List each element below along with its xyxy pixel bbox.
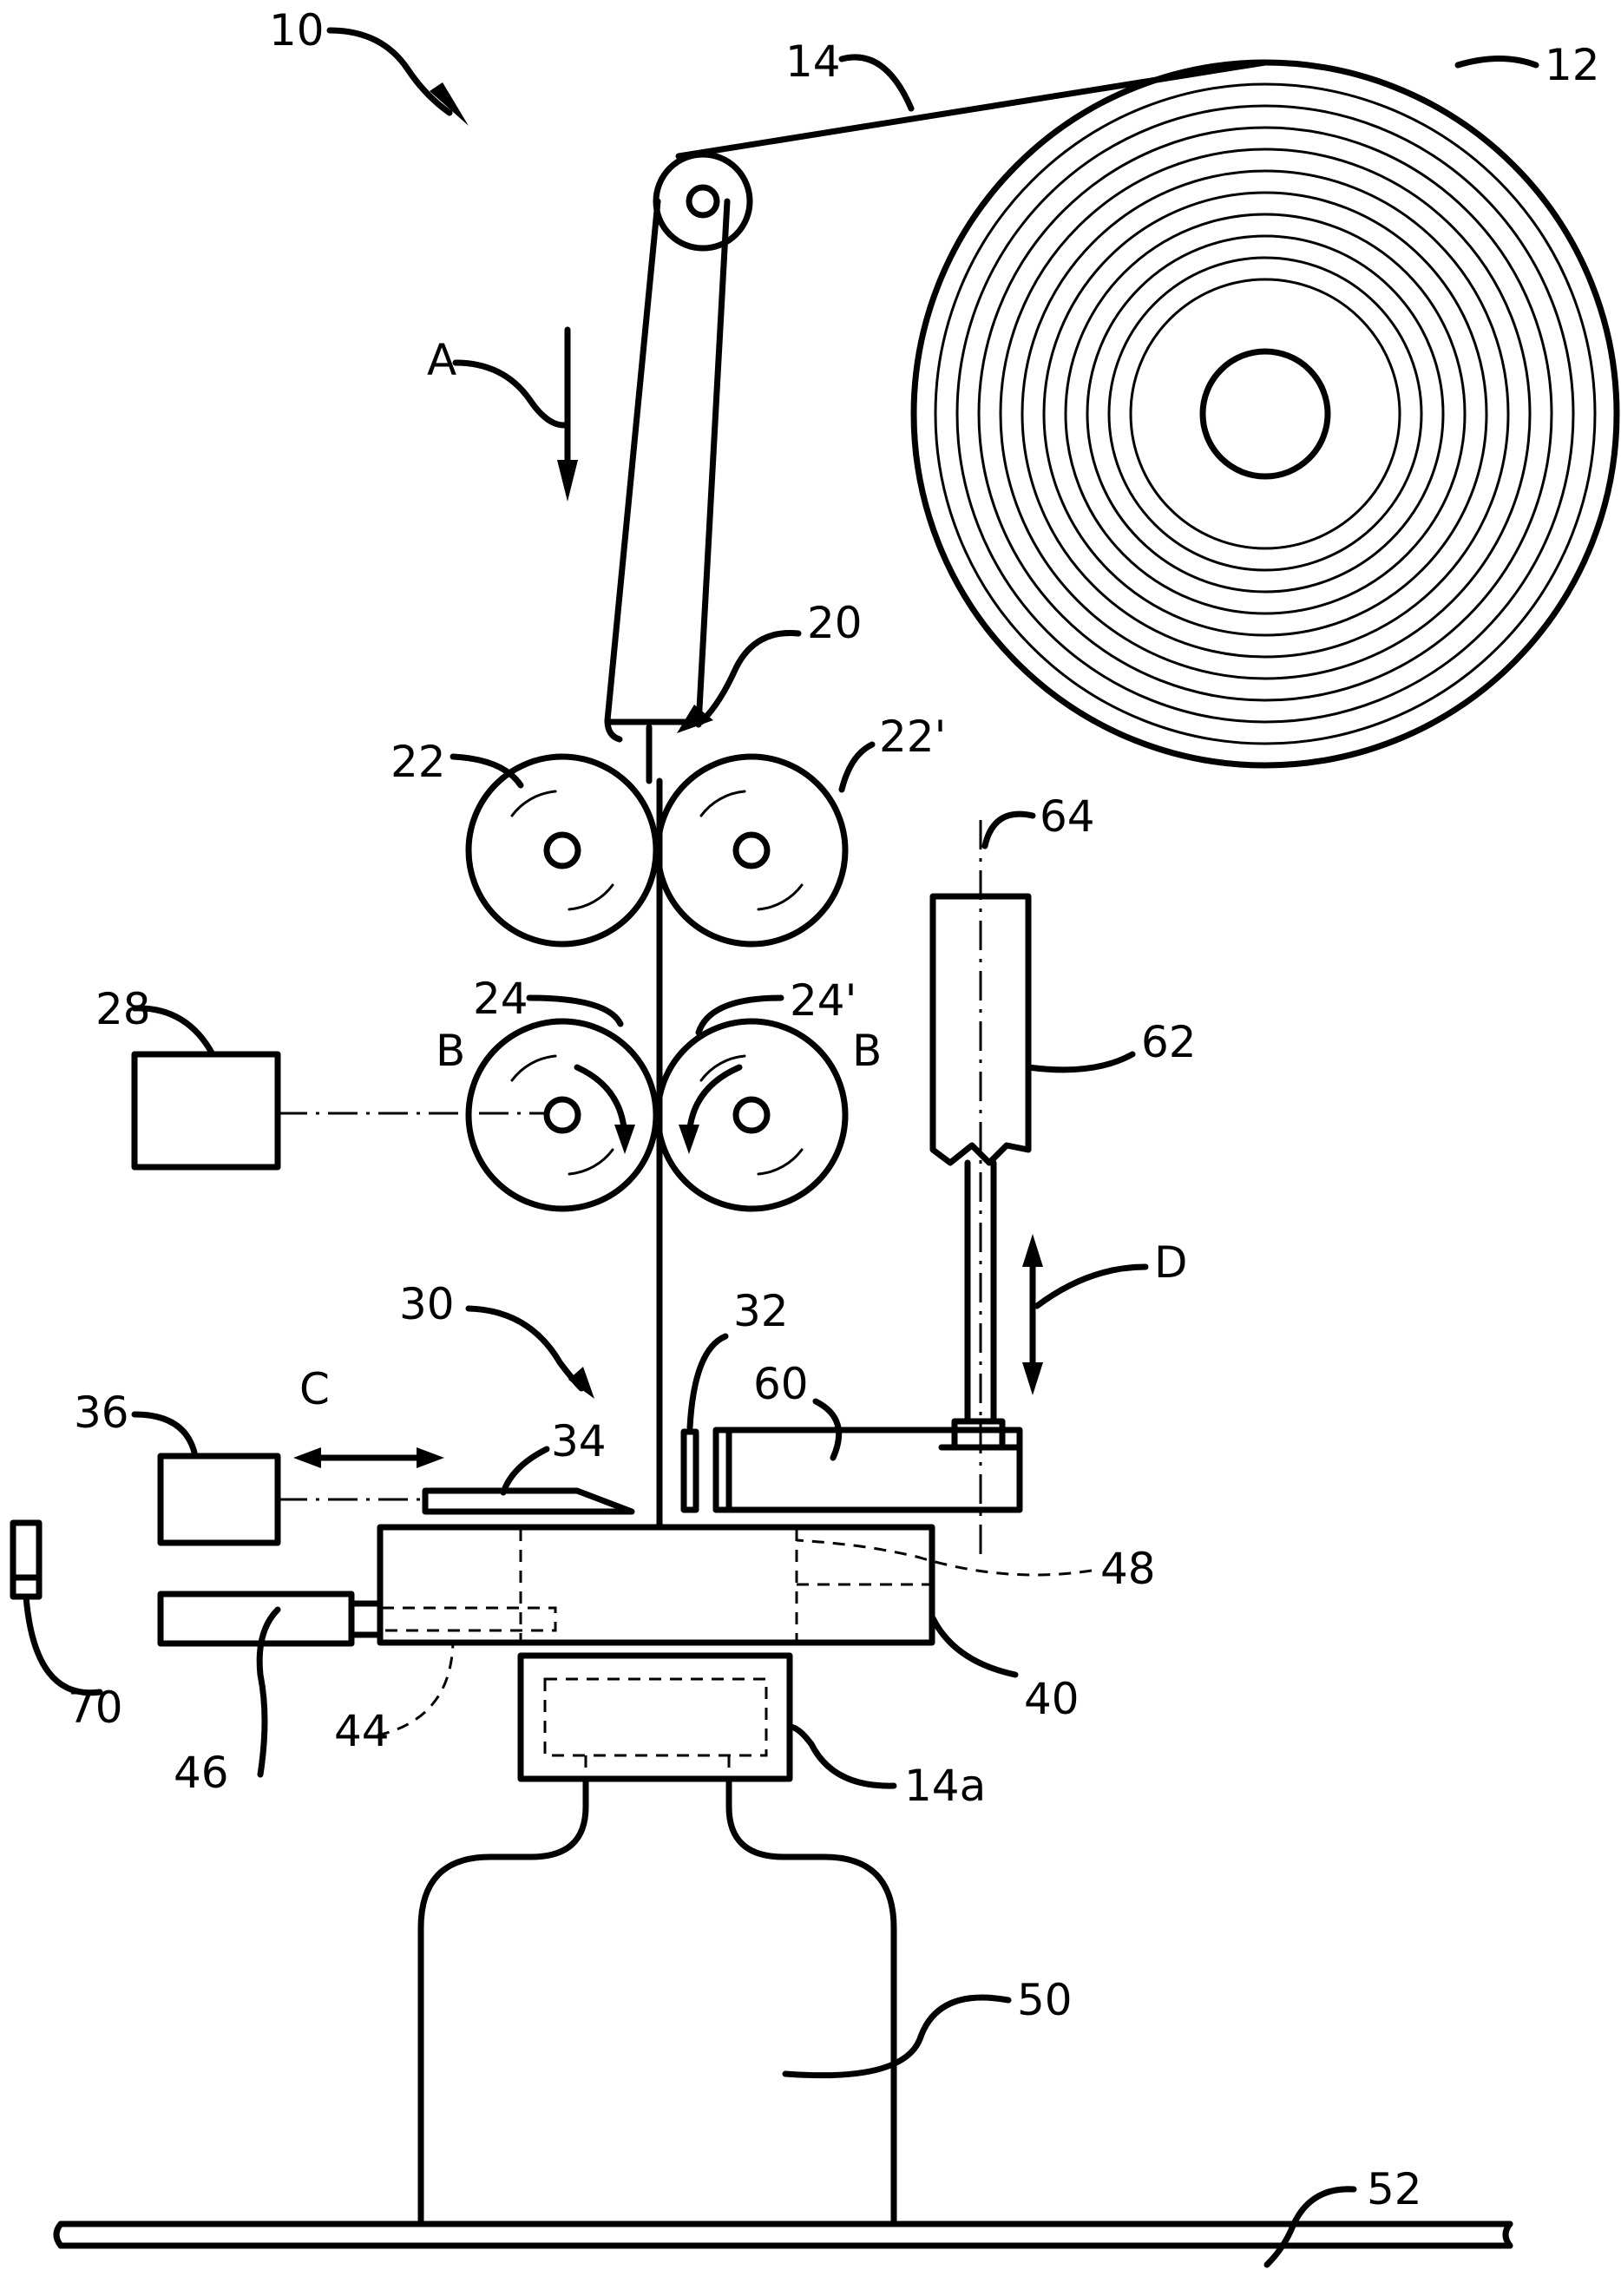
label-20: 20	[807, 598, 863, 648]
label-60: 60	[753, 1359, 809, 1409]
label-24-prime: 24'	[790, 975, 856, 1026]
label-70: 70	[68, 1683, 123, 1733]
label-14: 14	[785, 36, 841, 87]
label-28: 28	[95, 984, 151, 1034]
label-a: A	[427, 335, 456, 385]
label-46: 46	[174, 1748, 229, 1798]
label-32: 32	[733, 1286, 789, 1336]
label-48: 48	[1100, 1544, 1156, 1594]
sensor-70	[13, 1523, 39, 1597]
label-22: 22	[390, 737, 446, 787]
roller-24	[469, 1021, 656, 1209]
roller-22-prime	[658, 757, 845, 944]
cap-14a	[521, 1656, 790, 1779]
label-34: 34	[551, 1416, 607, 1466]
head-60	[716, 1421, 1020, 1510]
label-30: 30	[399, 1279, 455, 1329]
label-52: 52	[1367, 2164, 1422, 2214]
label-d: D	[1154, 1237, 1188, 1288]
roller-22	[469, 757, 656, 944]
label-10: 10	[269, 5, 325, 56]
label-44: 44	[334, 1706, 390, 1756]
label-64: 64	[1040, 791, 1095, 842]
reference-labels: 10 12 14 A 20 22 22' 24 24' B B 28 64 62…	[68, 5, 1600, 2214]
label-b-right: B	[852, 1026, 882, 1076]
label-b-left: B	[436, 1026, 465, 1076]
actuator-62	[933, 820, 1028, 1562]
platen-block	[380, 1527, 932, 1643]
leader-lines	[26, 30, 1536, 2265]
arrow-d	[1022, 1234, 1043, 1395]
label-50: 50	[1017, 1975, 1073, 2025]
label-24: 24	[473, 974, 528, 1024]
arrow-a	[557, 330, 578, 502]
label-14a: 14a	[904, 1761, 986, 1811]
label-62: 62	[1141, 1017, 1197, 1067]
label-36: 36	[74, 1387, 129, 1438]
idler-pulley	[656, 154, 750, 248]
supply-roll	[914, 62, 1617, 765]
label-12: 12	[1545, 40, 1600, 90]
roller-24-prime	[658, 1021, 845, 1209]
knife-32	[684, 1432, 696, 1510]
label-40: 40	[1024, 1674, 1080, 1724]
label-c: C	[299, 1364, 330, 1414]
motor-box	[135, 1054, 547, 1167]
label-22-prime: 22'	[879, 712, 946, 762]
bottle-50	[421, 1779, 894, 2223]
